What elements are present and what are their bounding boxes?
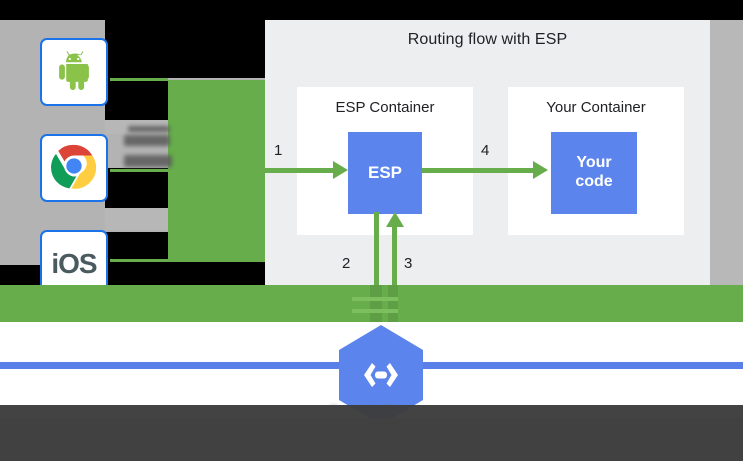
- arrow-2-number: 2: [342, 255, 351, 272]
- device-connector-line: [110, 78, 168, 81]
- right-gray-background: [710, 20, 743, 285]
- arrow-3-number: 3: [404, 255, 413, 272]
- arrow-3-head: [386, 212, 404, 227]
- blurred-text: [124, 155, 172, 167]
- esp-box[interactable]: ESP: [348, 132, 422, 214]
- chrome-icon: [51, 143, 97, 194]
- blurred-text: [128, 126, 170, 132]
- arrow-4-head: [533, 161, 548, 179]
- band-detail: [352, 297, 398, 301]
- arrow-2-line: [374, 212, 379, 324]
- client-card-chrome[interactable]: [40, 134, 108, 202]
- redaction-block: [105, 20, 265, 78]
- top-black-bar: [0, 0, 743, 20]
- device-connector-line: [110, 259, 168, 262]
- arrow-1-number: 1: [274, 142, 283, 159]
- ios-label: iOS: [51, 248, 97, 279]
- arrow-2-stub: [370, 285, 382, 322]
- arrow-3-stub: [388, 285, 398, 322]
- your-code-box[interactable]: Your code: [551, 132, 637, 214]
- device-connector-line: [110, 169, 168, 172]
- blurred-text: [124, 135, 170, 146]
- page-title: Routing flow with ESP: [407, 31, 568, 48]
- your-code-box-label: Your code: [575, 154, 612, 192]
- client-card-android[interactable]: [40, 38, 108, 106]
- google-service-hexagon[interactable]: [337, 325, 425, 425]
- arrow-1-line: [262, 168, 338, 173]
- blurred-line: [105, 208, 168, 230]
- your-code-line2: code: [575, 173, 613, 190]
- left-green-block: [168, 80, 265, 262]
- arrow-3-line: [392, 225, 397, 324]
- bottom-overlay-bar: [0, 418, 743, 461]
- android-icon: [54, 49, 94, 96]
- arrow-4-line: [422, 168, 540, 173]
- esp-container-label: ESP Container: [335, 99, 435, 116]
- band-detail: [352, 309, 398, 313]
- your-container-label: Your Container: [546, 99, 646, 116]
- arrow-4-number: 4: [481, 142, 490, 159]
- esp-box-label: ESP: [367, 162, 403, 182]
- your-code-line1: Your: [576, 154, 612, 172]
- arrow-1-head: [333, 161, 348, 179]
- bottom-overlay-upper: [0, 405, 743, 419]
